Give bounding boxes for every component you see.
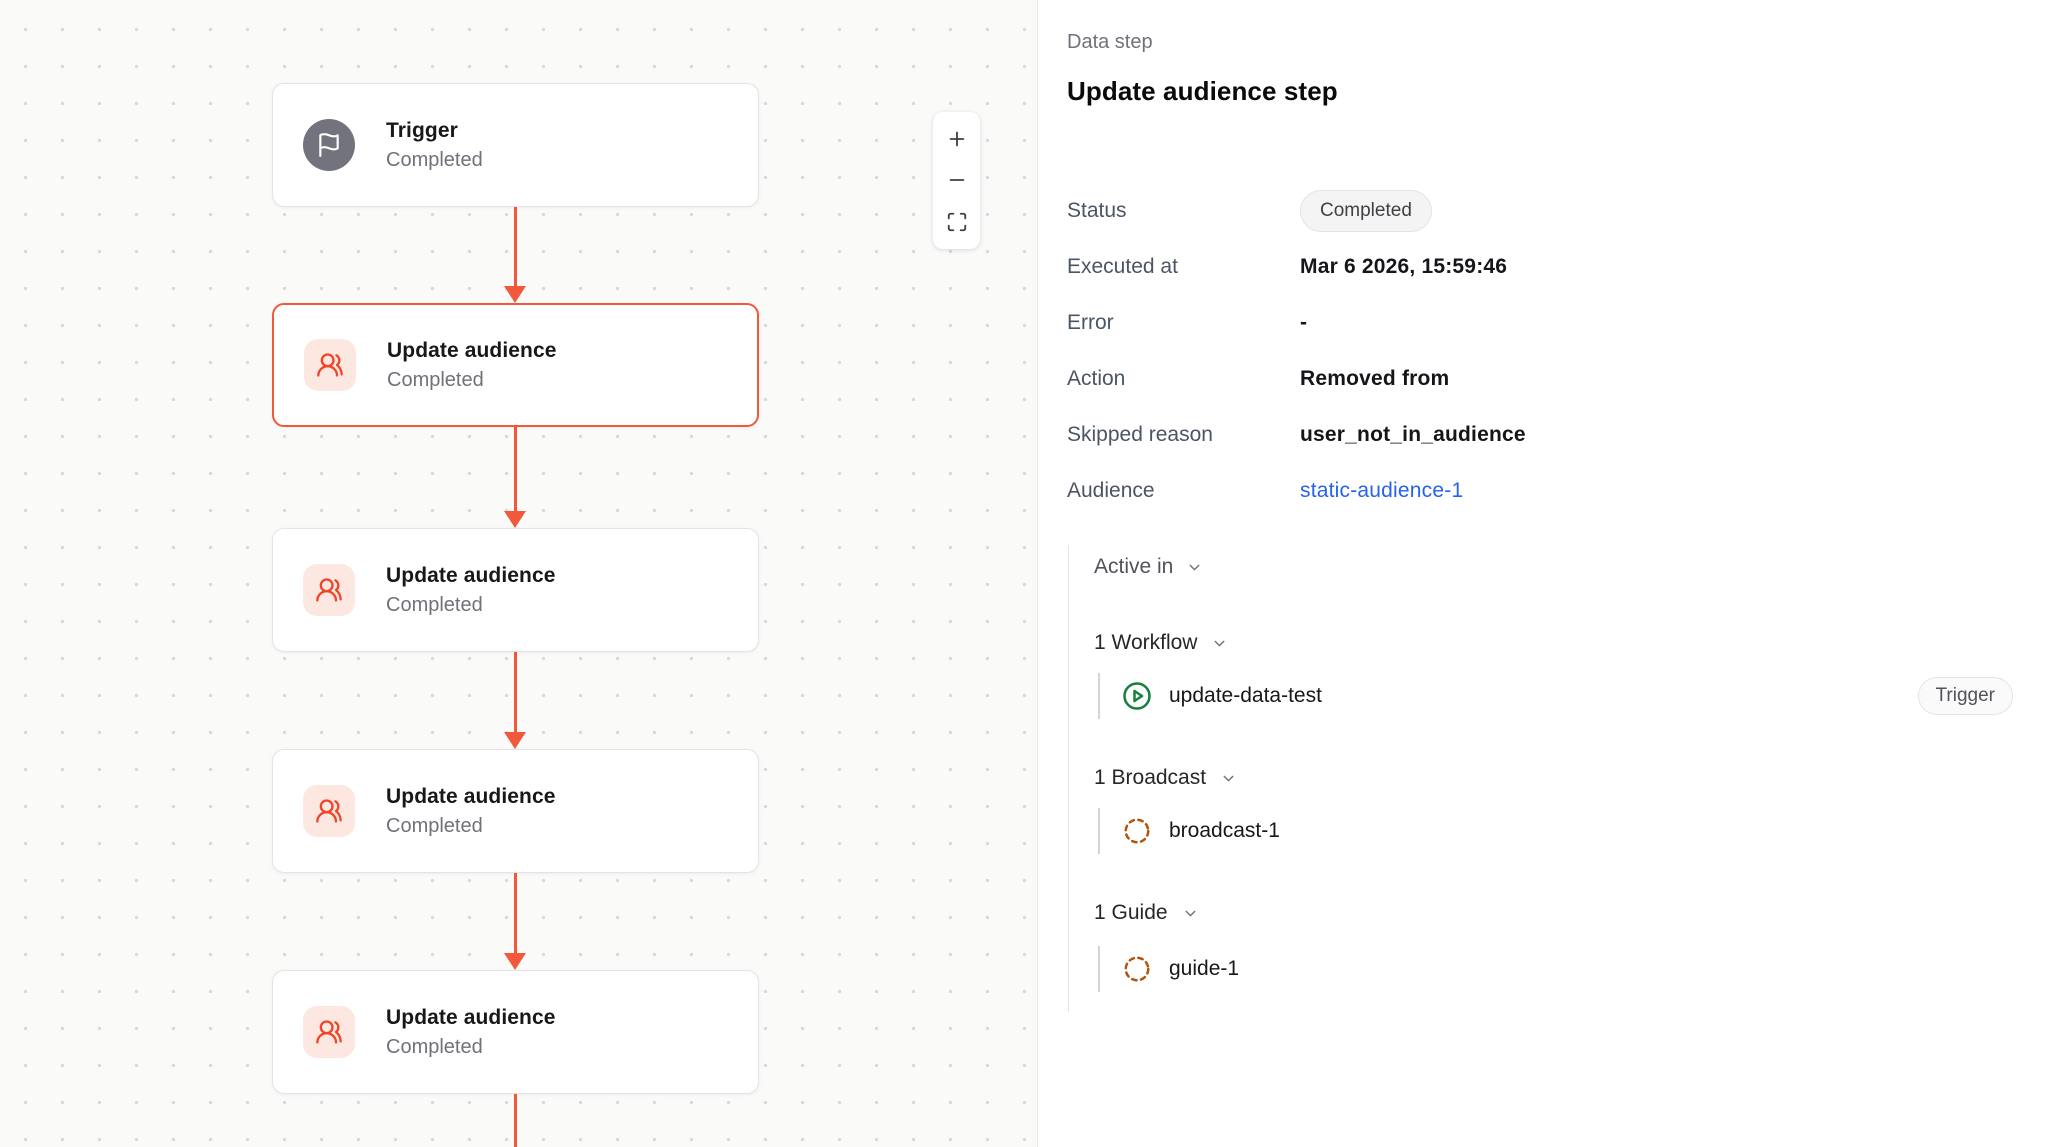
node-update-audience[interactable]: Update audience Completed (272, 970, 759, 1094)
chevron-down-icon (1220, 770, 1237, 787)
dashed-circle-icon (1122, 954, 1152, 984)
property-row-audience: Audience static-audience-1 (1067, 463, 2013, 519)
property-row-status: Status Completed (1067, 183, 2013, 239)
group-toggle-broadcast[interactable]: 1 Broadcast (1094, 766, 2013, 790)
edge-arrowhead (504, 511, 526, 528)
chevron-down-icon (1211, 635, 1228, 652)
edge-line (514, 207, 517, 287)
users-icon (303, 1006, 355, 1058)
group-label: 1 Guide (1094, 901, 1168, 924)
edge-arrowhead (504, 286, 526, 303)
node-update-audience[interactable]: Update audience Completed (272, 749, 759, 873)
edge-line (514, 1093, 517, 1147)
trigger-badge: Trigger (1917, 677, 2013, 715)
audience-link[interactable]: static-audience-1 (1300, 479, 1464, 502)
property-label: Status (1067, 199, 1127, 222)
zoom-out-button[interactable] (939, 162, 975, 198)
active-in-section: Active in 1 Workflow update-data-test Tr… (1068, 545, 2013, 1012)
status-badge: Completed (1300, 190, 1432, 232)
step-properties: Status Completed Executed at Mar 6 2026,… (1067, 183, 2013, 519)
property-label: Executed at (1067, 255, 1178, 278)
fit-view-button[interactable] (939, 204, 975, 240)
property-row-error: Error - (1067, 295, 2013, 351)
node-update-audience-selected[interactable]: Update audience Completed (272, 303, 759, 427)
item-name[interactable]: guide-1 (1169, 957, 1240, 980)
users-icon (304, 339, 356, 391)
node-title: Update audience (386, 784, 556, 808)
edge-arrowhead (504, 953, 526, 970)
property-label: Audience (1067, 479, 1155, 502)
node-trigger[interactable]: Trigger Completed (272, 83, 759, 207)
page-title: Update audience step (1067, 76, 1338, 106)
group-label: 1 Workflow (1094, 631, 1198, 654)
edge-arrowhead (504, 732, 526, 749)
node-status: Completed (387, 368, 484, 391)
item-name[interactable]: broadcast-1 (1169, 819, 1280, 842)
active-in-toggle[interactable]: Active in (1094, 555, 2013, 579)
node-status: Completed (386, 1035, 483, 1058)
chevron-down-icon (1182, 905, 1199, 922)
node-title: Trigger (386, 118, 458, 142)
workflow-canvas[interactable]: Trigger Completed Update audience Comple… (0, 0, 1038, 1147)
canvas-zoom-toolbar (933, 112, 980, 249)
flag-icon (303, 119, 355, 171)
zoom-in-button[interactable] (939, 121, 975, 157)
step-detail-panel: Data step Update audience step Status Co… (1038, 0, 2048, 1147)
dashed-circle-icon (1122, 816, 1152, 846)
list-item-workflow[interactable]: update-data-test Trigger (1098, 673, 2013, 719)
property-label: Skipped reason (1067, 423, 1213, 446)
play-circle-icon (1122, 681, 1152, 711)
group-toggle-workflow[interactable]: 1 Workflow (1094, 631, 2013, 655)
node-status: Completed (386, 593, 483, 616)
users-icon (303, 785, 355, 837)
group-label: 1 Broadcast (1094, 766, 1207, 789)
panel-kicker: Data step (1067, 31, 1153, 53)
property-row-action: Action Removed from (1067, 351, 2013, 407)
node-status: Completed (386, 814, 483, 837)
node-update-audience[interactable]: Update audience Completed (272, 528, 759, 652)
property-row-skipped-reason: Skipped reason user_not_in_audience (1067, 407, 2013, 463)
chevron-down-icon (1186, 559, 1203, 576)
property-value: user_not_in_audience (1300, 423, 1526, 446)
item-name[interactable]: update-data-test (1169, 684, 1322, 707)
edge-line (514, 651, 517, 732)
node-title: Update audience (386, 563, 556, 587)
group-toggle-guide[interactable]: 1 Guide (1094, 901, 2013, 925)
node-status: Completed (386, 148, 483, 171)
edge-line (514, 872, 517, 953)
list-item-guide[interactable]: guide-1 (1098, 946, 2013, 992)
property-row-executed-at: Executed at Mar 6 2026, 15:59:46 (1067, 239, 2013, 295)
property-value: Mar 6 2026, 15:59:46 (1300, 255, 1508, 278)
edge-line (514, 427, 517, 511)
node-title: Update audience (386, 1005, 556, 1029)
property-value: - (1300, 311, 1308, 334)
property-label: Error (1067, 311, 1114, 334)
node-title: Update audience (387, 338, 557, 362)
users-icon (303, 564, 355, 616)
active-in-label: Active in (1094, 555, 1174, 578)
property-label: Action (1067, 367, 1126, 390)
list-item-broadcast[interactable]: broadcast-1 (1098, 808, 2013, 854)
property-value: Removed from (1300, 367, 1450, 390)
